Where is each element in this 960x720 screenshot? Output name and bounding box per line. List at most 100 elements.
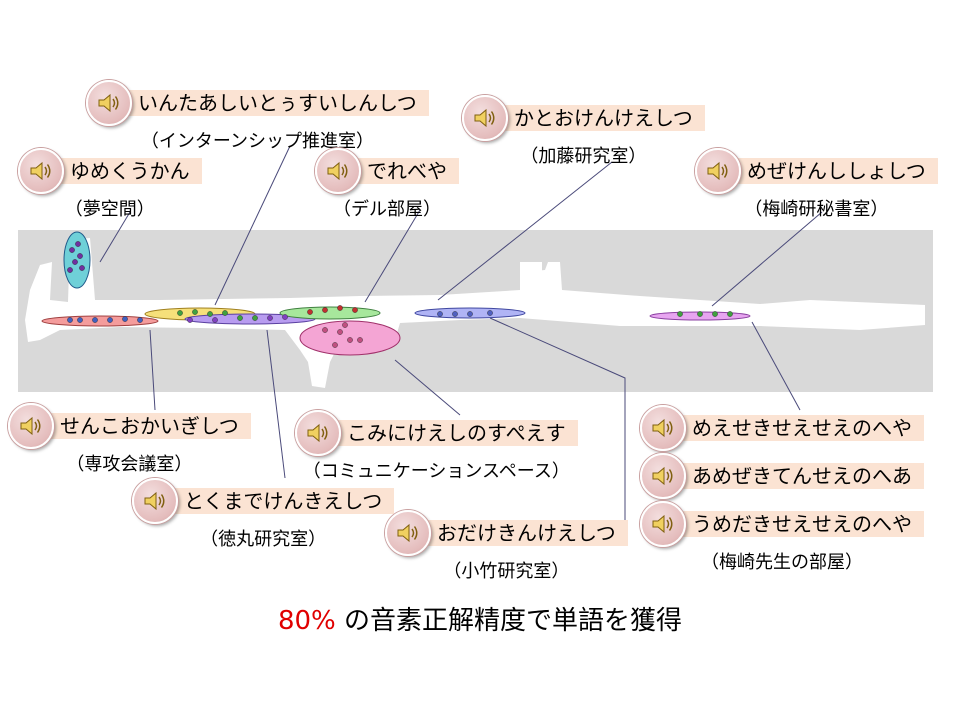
map-sample-dot [252,315,258,321]
label-gloss: （デル部屋） [333,199,441,220]
map-sample-dot [712,311,718,317]
leader-tokumaru [266,329,286,479]
caption-accent: 80% [277,606,336,636]
map-sample-dot [332,342,338,348]
speaker-icon[interactable] [86,80,132,126]
map-sample-dot [437,311,443,317]
data-point-layer [67,241,733,348]
speaker-icon[interactable] [295,410,341,456]
label-senko: せんこおかいぎしつ （専攻会議室） [8,403,251,477]
map-sample-dot [487,310,493,316]
label-word: かとおけんけえしつ [494,105,705,131]
label-word: あめぜきてんせえのへあ [672,463,924,489]
speaker-icon[interactable] [462,95,508,141]
map-sample-dot [307,309,313,315]
label-word: こみにけえしのすぺえす [327,420,578,446]
map-sample-dot [357,337,363,343]
map-sample-dot [207,311,213,317]
map-sample-dot [79,265,85,271]
leader-deru [364,209,421,303]
map-sample-dot [92,317,98,323]
map-sample-dot [352,307,358,313]
map-sample-dot [697,311,703,317]
label-word: せんこおかいぎしつ [40,413,251,439]
map-sample-dot [282,314,288,320]
map-sample-dot [467,311,473,317]
leader-umezaki-secretary [711,211,823,307]
map-sample-dot [137,317,143,323]
speaker-icon[interactable] [8,403,54,449]
speaker-icon[interactable] [640,453,686,499]
label-word: いんたあしいとぅすいしんしつ [118,90,429,116]
map-sample-dot [187,317,193,323]
leader-commu [394,359,461,416]
speaker-icon[interactable] [18,148,64,194]
map-sample-dot [322,327,328,333]
label-word: おだけきんけえしつ [417,520,628,546]
speaker-icon[interactable] [695,148,741,194]
label-deru: でれべや （デル部屋） [315,148,459,222]
label-gloss: （専攻会議室） [66,454,193,475]
label-gloss: （夢空間） [64,199,155,220]
map-sample-dot [267,315,273,321]
label-intern: いんたあしいとぅすいしんしつ （インターンシップ推進室） [86,80,429,154]
label-umezaki-room: めえせきせえせえのへや あめぜきてんせえのへあ うめだきせえせえのへや （梅崎先… [640,405,924,575]
label-kato: かとおけんけえしつ （加藤研究室） [462,95,705,169]
label-tokumaru: とくまでけんきえしつ （徳丸研究室） [132,478,395,552]
label-umezaki-secretary: めぜけんししょしつ （梅崎研秘書室） [695,148,938,222]
map-sample-dot [192,309,198,315]
label-commu: こみにけえしのすぺえす （コミュニケーションスペース） [295,410,578,484]
map-sample-dot [69,247,75,253]
label-gloss: （インターンシップ推進室） [140,131,374,152]
map-sample-dot [237,315,243,321]
label-gloss: （加藤研究室） [520,146,647,167]
label-gloss: （梅崎先生の部屋） [701,552,863,573]
map-sample-dot [77,253,83,259]
label-word: とくまでけんきえしつ [164,488,395,514]
map-sample-dot [727,311,733,317]
leader-yume [99,211,131,263]
speaker-icon[interactable] [385,510,431,556]
leader-intern [214,145,291,306]
map-sample-dot [77,317,83,323]
map-sample-dot [122,316,128,322]
label-gloss: （梅崎研秘書室） [744,199,889,220]
label-gloss: （徳丸研究室） [200,529,327,550]
map-sample-dot [212,317,218,323]
leader-kato [437,161,613,301]
label-word: めえせきせえせえのへや [672,415,924,441]
label-word: うめだきせえせえのへや [672,511,924,537]
map-sample-dot [347,337,353,343]
map-sample-dot [67,267,73,273]
label-word: めぜけんししょしつ [727,158,938,184]
caption: 80% の音素正解精度で単語を獲得 [0,600,960,637]
region-deru [279,306,381,320]
map-sample-dot [677,311,683,317]
label-word: でれべや [347,158,459,184]
map-sample-dot [177,310,183,316]
map-sample-dot [342,322,348,328]
map-sample-dot [75,241,81,247]
leader-umezaki-room [751,321,801,411]
map-sample-dot [337,329,343,335]
leader-lines [99,145,823,529]
speaker-icon[interactable] [315,148,361,194]
map-sample-dot [107,317,113,323]
region-yumekuukan [63,231,91,289]
label-kotake: おだけきんけえしつ （小竹研究室） [385,510,628,584]
speaker-icon[interactable] [640,405,686,451]
map-sample-dot [452,311,458,317]
speaker-icon[interactable] [132,478,178,524]
label-gloss: （コミュニケーションスペース） [302,461,570,482]
label-word: ゆめくうかん [50,158,202,184]
map-sample-dot [72,259,78,265]
map-sample-dot [222,310,228,316]
label-yumekuukan: ゆめくうかん （夢空間） [18,148,202,222]
caption-text: の音素正解精度で単語を獲得 [335,606,683,636]
leader-senko [149,329,156,411]
label-gloss: （小竹研究室） [443,561,570,582]
map-sample-dot [67,317,73,323]
speaker-icon[interactable] [640,501,686,547]
